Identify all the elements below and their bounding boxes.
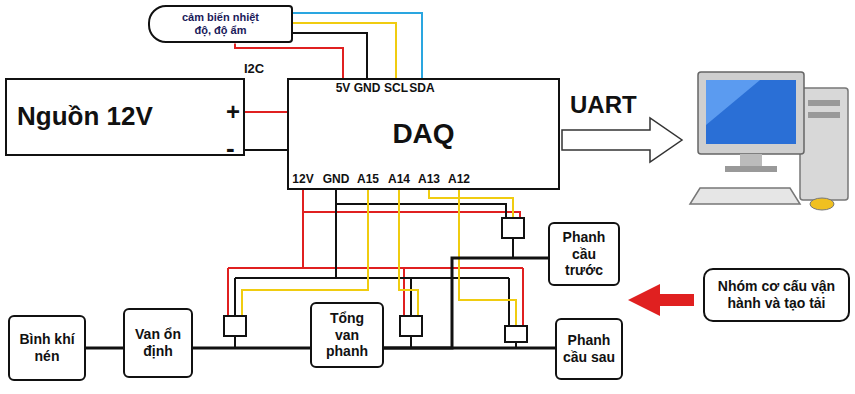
node-text: Nhóm cơ cấu vận hành và tạo tải [709,278,844,312]
connector [293,33,367,78]
terminal-sign: - [226,134,235,163]
pressure-sensor [502,218,524,238]
red-arrow [628,284,694,316]
group-note-box: Nhóm cơ cấu vận hành và tạo tải [703,268,850,322]
connector-line [245,149,287,151]
pin-name: A13 [418,173,440,186]
connector [384,348,555,349]
pin-name: GND [323,173,350,186]
mouse [810,198,834,210]
node-text: Nguồn 12V [17,101,153,132]
connector-line [86,347,123,350]
pin-name: SDA [409,82,434,95]
signal-wire [429,190,513,218]
monitor [698,72,804,154]
computer-tower [800,88,848,200]
power-supply-box: Nguồn 12V [5,78,245,156]
pin-name: A12 [448,173,470,186]
sensor-stub [410,336,412,348]
bus-name: I2C [244,62,264,76]
keyboard [690,188,800,204]
connector [245,112,287,113]
pin-name: A15 [357,173,379,186]
connector-line [293,13,422,78]
pin-name: 12V [292,173,313,186]
node-text: DAQ [392,117,454,151]
connector [293,23,396,78]
node-text: Tổng van phanh [316,310,378,360]
drive-bay [808,100,840,106]
signal-wire [242,190,368,316]
connector-line [384,347,555,350]
interface-name: UART [570,92,637,118]
connector [193,348,310,349]
connector-line [245,111,287,113]
connector [86,348,123,349]
connector [235,43,343,78]
terminal-sign: + [226,99,240,125]
sensor-capsule: cảm biến nhiệt độ, độ ẩm [148,5,293,43]
screen-glare [706,80,760,125]
node-text: Phanh cầu trước [554,229,614,279]
node-text: Phanh cầu sau [561,332,617,366]
connector-line [235,43,343,78]
pressure-sensor [400,316,422,336]
tank-box: Bình khí nén [8,315,86,381]
signal-wire [399,190,418,316]
valve-box: Tổng van phanh [310,302,384,368]
pressure-sensor [224,316,246,336]
connector [245,150,287,151]
brake-box: Phanh cầu trước [548,222,620,286]
drive-bay [808,112,840,118]
monitor-stand [740,154,762,168]
connector-line [293,33,367,78]
pressure-sensor [505,326,527,342]
pin-name: SCL [384,82,408,95]
connector [293,13,422,78]
connector-line [384,258,548,348]
pin-name: 5V [336,82,351,95]
computer-icon [690,72,848,210]
uart-arrow [562,118,682,162]
connector-line [293,23,396,78]
node-text: Van ổn định [129,326,187,360]
pin-name: GND [354,82,381,95]
sensor-stub [512,238,514,258]
connector [384,258,548,348]
connector-line [193,347,310,350]
valve-box: Van ổn định [123,308,193,378]
monitor-base [725,166,777,172]
sensor-stub [234,336,236,348]
brake-box: Phanh cầu sau [555,318,623,380]
monitor-screen [706,80,796,144]
pin-name: A14 [388,173,410,186]
node-text: cảm biến nhiệt độ, độ ẩm [176,11,266,37]
node-text: Bình khí nén [14,331,80,365]
